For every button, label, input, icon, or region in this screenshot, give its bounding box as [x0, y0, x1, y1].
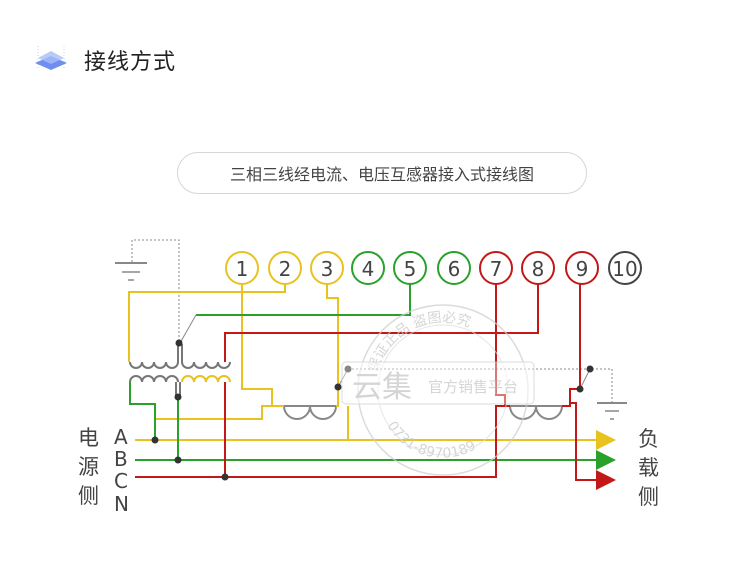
phase-b-wires	[129, 284, 616, 470]
terminal-circle	[393, 251, 427, 285]
terminal-5: 5	[393, 251, 427, 285]
phase-label-n: N	[114, 492, 129, 516]
terminal-circle	[225, 251, 259, 285]
source-char: 电	[78, 426, 99, 450]
phase-label-a: A	[114, 425, 128, 449]
phase-label-b: B	[114, 447, 128, 471]
terminal-2: 2	[268, 251, 302, 285]
terminal-circle	[351, 251, 385, 285]
phase-c-wires	[135, 284, 616, 490]
layers-icon	[34, 42, 70, 78]
terminal-7: 7	[479, 251, 513, 285]
terminal-number: 8	[532, 257, 545, 281]
source-char: 侧	[78, 484, 99, 508]
terminal-block: 1 2 3 4 5 6 7 8 9 10	[225, 251, 642, 285]
terminal-number: 10	[612, 257, 637, 281]
phase-labels: A B C N	[114, 425, 129, 516]
watermark: 保证正品 盗图必究 0731-8970189 云集 官方销售平台	[341, 304, 535, 476]
terminal-6: 6	[437, 251, 471, 285]
load-char: 侧	[638, 485, 659, 509]
terminal-circle	[479, 251, 513, 285]
terminal-circle	[608, 251, 642, 285]
terminal-10: 10	[608, 251, 642, 285]
current-transformer-a	[283, 405, 337, 420]
section-title: 接线方式	[84, 50, 177, 75]
terminal-number: 9	[576, 257, 589, 281]
section-header: 接线方式	[34, 40, 176, 80]
terminal-number: 7	[490, 257, 503, 281]
junction-dots	[151, 339, 594, 481]
terminal-3: 3	[310, 251, 344, 285]
load-char: 载	[638, 456, 659, 480]
load-side-label: 负 载 侧	[638, 427, 659, 509]
terminal-4: 4	[351, 251, 385, 285]
source-side-label: 电 源 侧	[78, 426, 99, 508]
terminal-8: 8	[521, 251, 555, 285]
current-transformer-c	[509, 405, 563, 420]
voltage-transformer-secondary	[129, 375, 231, 398]
terminal-number: 1	[236, 257, 249, 281]
ground-symbol-right	[337, 368, 627, 420]
terminal-1: 1	[225, 251, 259, 285]
terminal-circle	[565, 251, 599, 285]
terminal-number: 4	[362, 257, 375, 281]
phase-a-wires	[128, 284, 616, 450]
voltage-transformer-primary	[129, 344, 231, 369]
terminal-circle	[268, 251, 302, 285]
terminal-circle	[437, 251, 471, 285]
load-char: 负	[638, 427, 659, 451]
terminal-number: 6	[448, 257, 461, 281]
phase-label-c: C	[114, 469, 128, 493]
terminal-number: 5	[404, 257, 417, 281]
terminal-9: 9	[565, 251, 599, 285]
terminal-number: 3	[321, 257, 334, 281]
watermark-brand-sub: 官方销售平台	[428, 378, 518, 396]
terminal-circle	[310, 251, 344, 285]
terminal-circle	[521, 251, 555, 285]
diagram-title: 三相三线经电流、电压互感器接入式接线图	[177, 152, 587, 194]
watermark-brand: 云集	[352, 370, 412, 405]
source-char: 源	[78, 455, 99, 479]
terminal-number: 2	[279, 257, 292, 281]
